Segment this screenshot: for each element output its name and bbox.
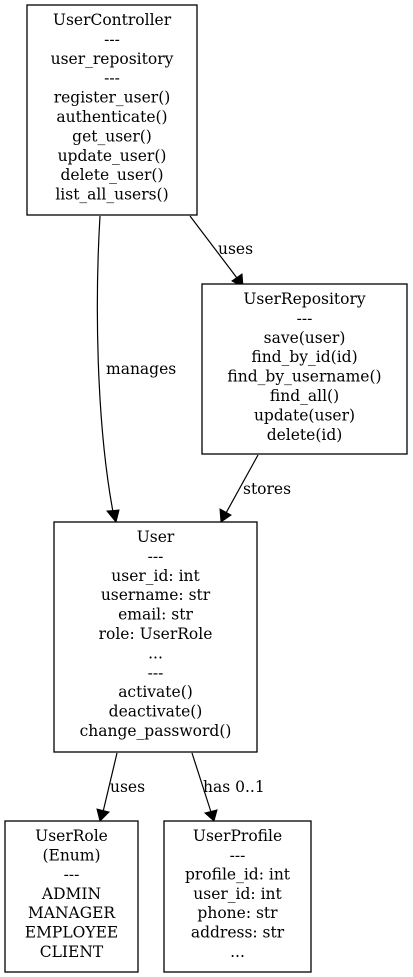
edge-line	[191, 752, 212, 813]
arrowhead	[203, 809, 218, 822]
arrowhead	[219, 508, 232, 523]
node-line-find-by-id-id: find_by_id(id)	[251, 348, 357, 366]
node-line-separator: ---	[297, 309, 313, 327]
node-line-phone-str: phone: str	[197, 904, 278, 922]
node-line-address-str: address: str	[191, 924, 285, 942]
edge-line	[96, 215, 114, 513]
node-userrepository: UserRepository--- save(user)find_by_id(id…	[201, 283, 408, 455]
node-box	[201, 283, 408, 455]
node-line-separator: ...	[148, 644, 163, 662]
node-line-separator: ---	[104, 30, 120, 48]
node-box	[53, 521, 258, 753]
node-line-delete-id: delete(id)	[267, 426, 343, 444]
edge-controller-manages-user: manages	[96, 215, 176, 524]
node-box	[163, 820, 312, 973]
node-line-role-userrole: role: UserRole	[99, 625, 213, 643]
edge-line	[225, 454, 259, 514]
node-line-username-str: username: str	[101, 586, 211, 604]
edge-label: uses	[110, 778, 145, 796]
node-box	[26, 4, 198, 216]
node-line-register-user: register_user()	[54, 89, 171, 107]
edge-user-has-userprofile: has 0..1	[191, 752, 265, 822]
node-line-admin: ADMIN	[41, 885, 101, 903]
node-line-save-user: save(user)	[264, 329, 346, 347]
node-line-separator: ...	[230, 943, 245, 961]
edge-controller-uses-repository: uses	[189, 215, 253, 288]
node-line-delete-user: delete_user()	[61, 166, 164, 184]
node-title: User	[137, 528, 175, 546]
node-line-authenticate: authenticate()	[56, 108, 167, 126]
edge-label: uses	[218, 240, 253, 258]
node-line-manager: MANAGER	[28, 904, 117, 922]
node-line-find-all: find_all()	[270, 387, 339, 405]
node-line-user-id-int: user_id: int	[111, 567, 200, 585]
node-line-find-by-username: find_by_username()	[227, 368, 381, 386]
node-title: UserProfile	[193, 827, 282, 845]
edges-layer: uses manages stores uses has 0..1	[96, 215, 291, 822]
node-box	[4, 820, 139, 973]
node-line-separator: ---	[104, 69, 120, 87]
edge-user-uses-userrole: uses	[96, 752, 145, 822]
node-line-profile-id-int: profile_id: int	[185, 866, 291, 884]
node-line-user-id-int: user_id: int	[193, 885, 282, 903]
node-line-activate: activate()	[118, 683, 193, 701]
node-line-enum: (Enum)	[42, 846, 100, 864]
node-title: UserController	[53, 11, 172, 29]
node-line-update-user: update(user)	[254, 406, 355, 424]
node-line-update-user: update_user()	[58, 147, 167, 165]
node-line-email-str: email: str	[118, 606, 193, 624]
edge-label: has 0..1	[203, 778, 265, 796]
edge-label: manages	[106, 360, 176, 378]
node-line-list-all-users: list_all_users()	[55, 186, 168, 204]
node-line-separator: ---	[148, 664, 164, 682]
arrowhead	[106, 509, 120, 524]
node-title: UserRole	[35, 827, 108, 845]
node-line-user-repository: user_repository	[51, 50, 174, 68]
edge-repository-stores-user: stores	[219, 454, 291, 523]
nodes-layer: UserController---user_repository---regis…	[4, 4, 408, 973]
node-line-separator: ---	[148, 547, 164, 565]
node-line-get-user: get_user()	[72, 127, 152, 145]
node-line-separator: ---	[230, 846, 246, 864]
node-line-client: CLIENT	[40, 943, 104, 961]
edge-line	[102, 752, 118, 813]
edge-label: stores	[243, 480, 291, 498]
node-line-deactivate: deactivate()	[109, 703, 203, 721]
arrowhead	[96, 808, 110, 822]
node-usercontroller: UserController---user_repository---regis…	[26, 4, 198, 216]
node-line-separator: ---	[64, 866, 80, 884]
node-line-employee: EMPLOYEE	[25, 924, 118, 942]
edge-line	[189, 215, 238, 279]
node-line-change-password: change_password()	[80, 722, 232, 740]
node-title: UserRepository	[243, 290, 366, 308]
